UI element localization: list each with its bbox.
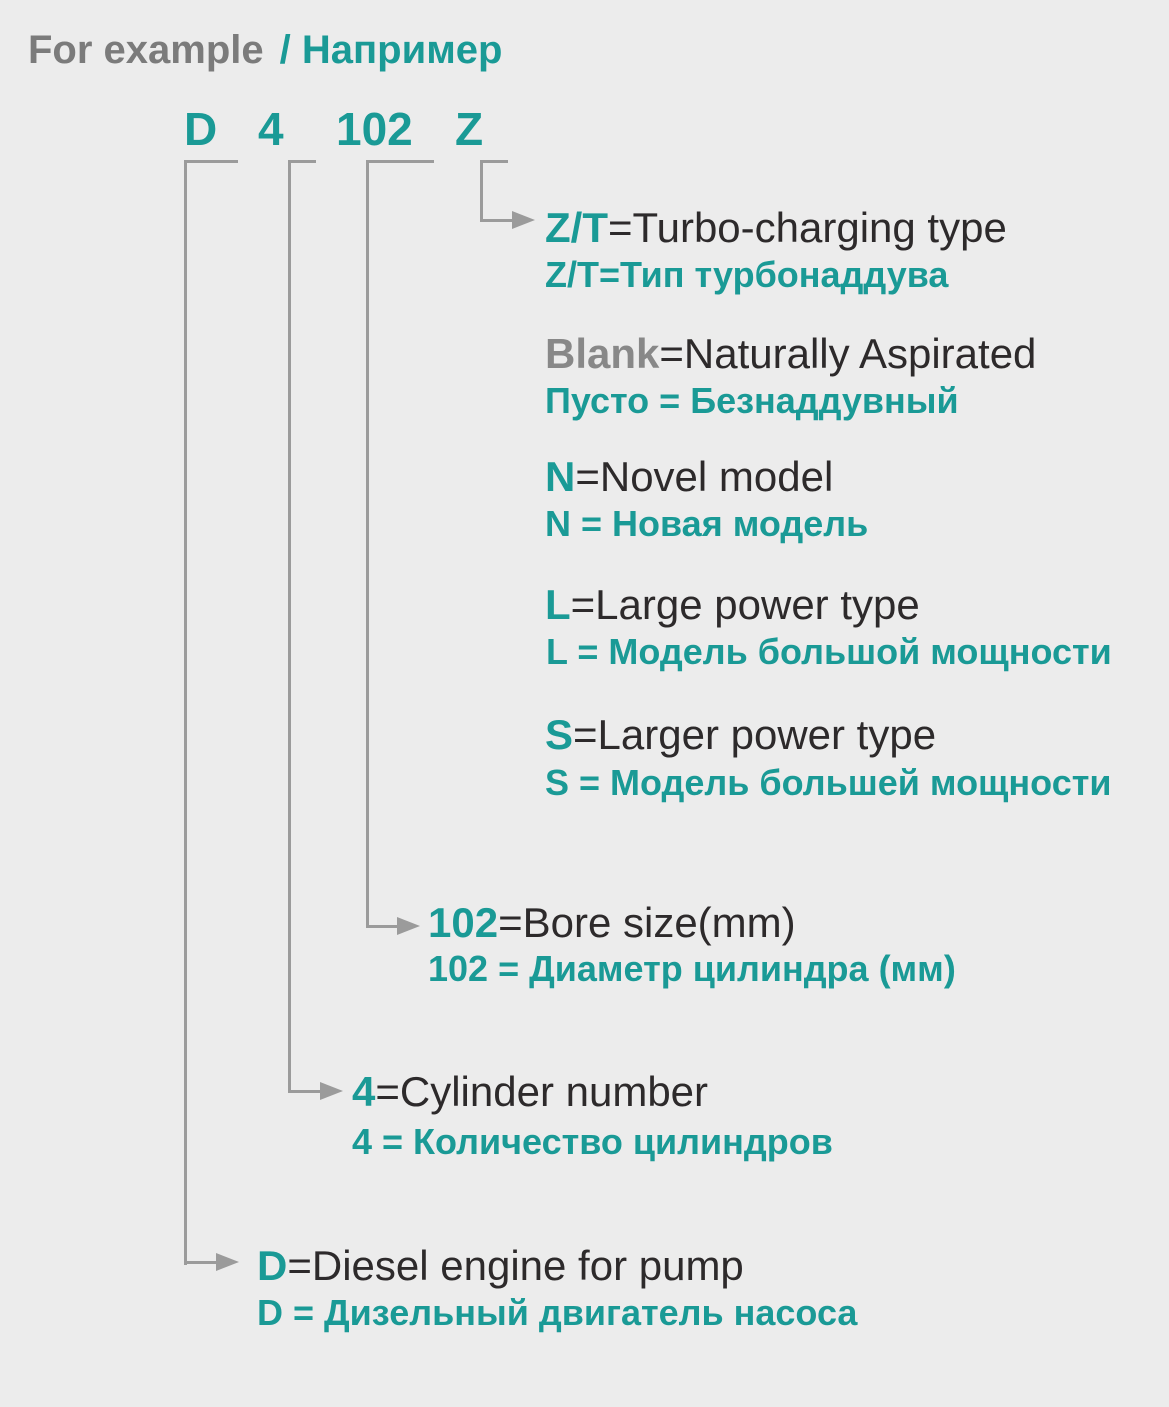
code-char-cylinder: 4 (258, 103, 284, 155)
entry-diesel-russian: D = Дизельный двигатель насоса (257, 1292, 858, 1333)
entry-novel-lead: N (545, 453, 576, 500)
connector-d-bottom-line (184, 1261, 218, 1264)
entry-diesel-rest: =Diesel engine for pump (287, 1242, 744, 1289)
entry-bore-english: 102=Bore size(mm) (428, 902, 796, 944)
entry-turbo-lead: Z/T (545, 204, 608, 251)
entry-diesel-lead: D (257, 1242, 288, 1289)
entry-bore-lead: 102 (428, 899, 499, 946)
entry-diesel-english: D=Diesel engine for pump (257, 1245, 744, 1287)
connector-4-top-line (288, 160, 316, 163)
entry-blank-lead: Blank (545, 330, 660, 377)
entry-bore-rest: =Bore size(mm) (498, 899, 796, 946)
code-char-d: D (184, 103, 218, 155)
code-char-bore: 102 (336, 103, 413, 155)
entry-novel-russian: N = Новая модель (545, 503, 869, 544)
entry-cylinder-russian: 4 = Количество цилиндров (352, 1121, 833, 1162)
entry-turbo-english: Z/T=Turbo-charging type (545, 207, 1007, 249)
connector-102-bottom-line (366, 925, 399, 928)
connector-4-vertical-line (288, 160, 291, 1093)
code-char-turbo: Z (455, 103, 484, 155)
entry-turbo-russian: Z/T=Тип турбонаддува (545, 254, 949, 295)
entry-large-rest: =Large power type (570, 581, 920, 628)
connector-z-vertical-line (480, 160, 483, 222)
entry-turbo-rest: =Turbo-charging type (607, 204, 1007, 251)
connector-d-arrow-icon (216, 1253, 239, 1271)
connector-z-top-line (480, 160, 508, 163)
connector-102-top-line (366, 160, 434, 163)
connector-102-vertical-line (366, 160, 369, 928)
entry-larger-rest: =Larger power type (573, 711, 937, 758)
connector-z-arrow-icon (512, 211, 535, 229)
entry-large-english: L=Large power type (545, 584, 920, 626)
entry-cylinder-rest: =Cylinder number (375, 1068, 709, 1115)
entry-larger-english: S=Larger power type (545, 714, 936, 756)
entry-novel-english: N=Novel model (545, 456, 833, 498)
connector-d-vertical-line (184, 160, 187, 1265)
connector-4-bottom-line (288, 1090, 322, 1093)
entry-cylinder-english: 4=Cylinder number (352, 1071, 708, 1113)
entry-bore-russian: 102 = Диаметр цилиндра (мм) (428, 948, 956, 989)
entry-blank-rest: =Naturally Aspirated (659, 330, 1037, 377)
title-russian: / Например (279, 28, 503, 72)
entry-large-russian: L = Модель большой мощности (546, 631, 1112, 672)
connector-d-top-line (184, 160, 238, 163)
entry-large-lead: L (545, 581, 571, 628)
connector-4-arrow-icon (320, 1082, 343, 1100)
entry-blank-russian: Пусто = Безнаддувный (545, 380, 959, 421)
page-title: For example / Например (28, 30, 502, 70)
entry-blank-english: Blank=Naturally Aspirated (545, 333, 1036, 375)
entry-larger-russian: S = Модель большей мощности (545, 762, 1112, 803)
entry-larger-lead: S (545, 711, 574, 758)
title-english: For example (28, 28, 264, 72)
entry-cylinder-lead: 4 (352, 1068, 376, 1115)
connector-102-arrow-icon (397, 917, 420, 935)
entry-novel-rest: =Novel model (575, 453, 834, 500)
connector-z-bottom-line (480, 219, 514, 222)
